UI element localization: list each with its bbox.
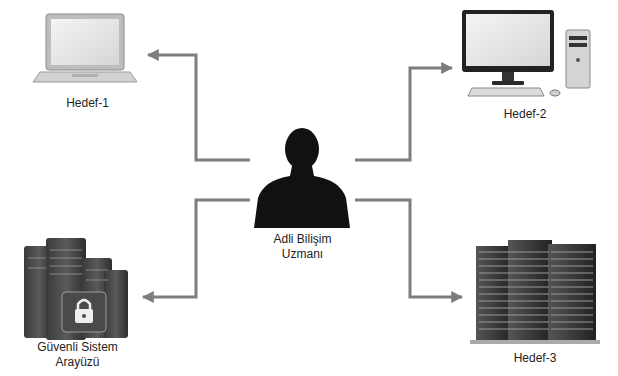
arrow-connector xyxy=(355,200,462,297)
node-label: Adli Bilişim Uzmanı xyxy=(253,232,353,262)
node-label: Hedef-3 xyxy=(485,351,585,366)
laptop-icon xyxy=(33,14,137,82)
node-label: Güvenli Sistem Arayüzü xyxy=(25,340,130,370)
target-node: Hedef-3 xyxy=(465,234,605,368)
person-silhouette xyxy=(254,128,350,228)
arrow-connector xyxy=(143,200,250,297)
node-label: Hedef-1 xyxy=(38,96,138,111)
secure-system-node: Güvenli Sistem Arayüzü xyxy=(15,234,140,372)
server-rack-icon xyxy=(470,240,600,344)
node-label: Hedef-2 xyxy=(475,107,575,122)
expert-node: Adli Bilişim Uzmanı xyxy=(250,126,355,264)
arrow-connector xyxy=(148,55,250,160)
desktop-icon xyxy=(462,10,590,96)
target-node: Hedef-2 xyxy=(455,4,595,124)
arrow-connector xyxy=(355,68,452,160)
server-stack-icon xyxy=(24,238,128,340)
target-node: Hedef-1 xyxy=(30,8,145,113)
